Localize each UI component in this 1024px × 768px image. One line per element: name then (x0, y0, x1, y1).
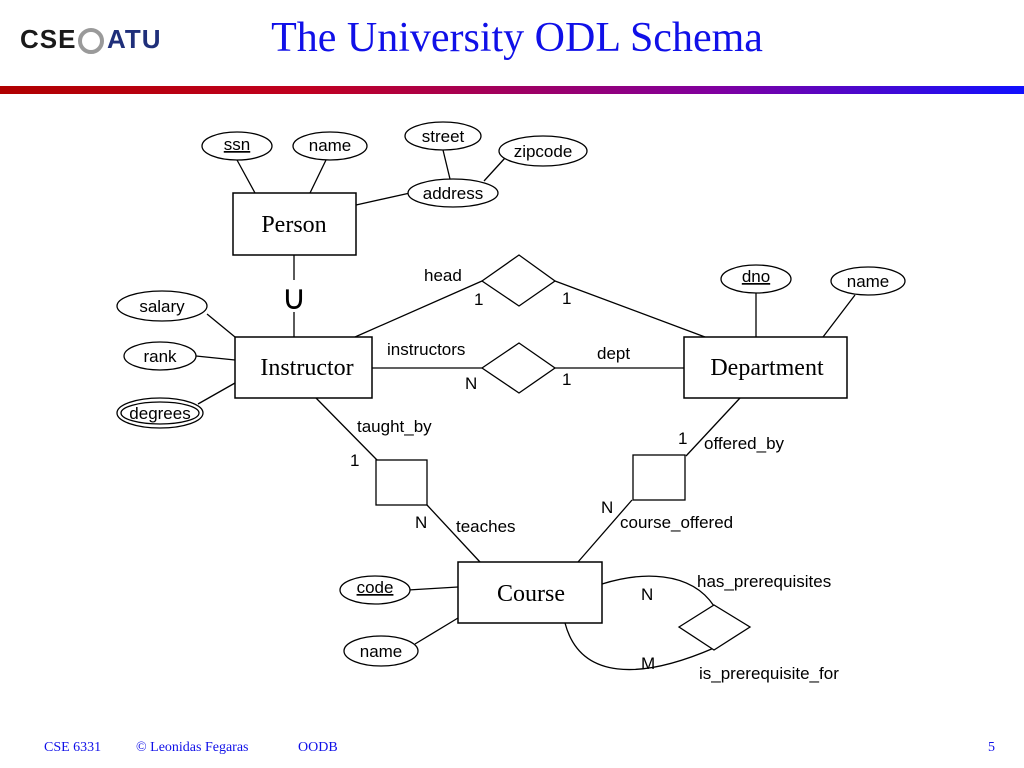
role-hasprerequisites-label: has_prerequisites (697, 572, 831, 591)
entity-person (232, 192, 357, 256)
attr-dno-ellipse (720, 264, 792, 294)
entity-person-label: Person (261, 212, 326, 238)
attr-degrees-label: degrees (129, 404, 190, 423)
isa-union-symbol: ∪ (282, 278, 307, 318)
role-courseoffered-label: course_offered (620, 513, 733, 532)
connector-name-person (309, 159, 327, 194)
role-head-label: head (424, 266, 462, 285)
instructors-cardinality-right: 1 (562, 370, 571, 389)
instructors-cardinality-left: N (465, 374, 477, 393)
attr-code-ellipse (339, 575, 411, 605)
courseoffered-cardinality: N (601, 498, 613, 517)
entity-course-label: Course (497, 581, 565, 607)
hasprerequisites-cardinality: N (641, 585, 653, 604)
logo-ring-icon (78, 28, 105, 55)
attr-person-name-label: name (309, 136, 352, 155)
connector-code-course (407, 586, 459, 591)
attr-course-name-ellipse (343, 635, 419, 667)
attr-salary-label: salary (139, 297, 185, 316)
is-prerequisite-for-curve (564, 622, 715, 671)
entity-instructor-label: Instructor (260, 355, 353, 381)
taughtby-cardinality: 1 (350, 451, 359, 470)
role-taughtby-label: taught_by (357, 417, 432, 436)
attr-zipcode-ellipse (498, 135, 588, 167)
slide-footer: CSE 6331 © Leonidas Fegaras OODB 5 (0, 740, 1024, 760)
attr-dept-name-ellipse (830, 266, 906, 296)
role-offeredby-label: offered_by (704, 434, 785, 453)
connector-head-department (554, 280, 706, 338)
teaches-cardinality: N (415, 513, 427, 532)
attr-address-label: address (423, 184, 483, 203)
connector-instructor-head (354, 280, 483, 338)
connector-street-address (442, 149, 451, 180)
attr-street-ellipse (404, 121, 482, 151)
role-instructors-label: instructors (387, 340, 465, 359)
footer-course: CSE 6331 (44, 740, 102, 755)
relationship-prerequisite-diamond (677, 604, 752, 651)
relationship-instructors-diamond (480, 342, 557, 394)
connector-degrees-instructor (197, 382, 236, 405)
connector-rank-instructor (195, 355, 236, 361)
attr-zipcode-label: zipcode (514, 142, 573, 161)
entity-department (683, 336, 848, 399)
attr-course-name-label: name (360, 642, 403, 661)
attr-street-label: street (422, 127, 465, 146)
relationship-offeredby-box (632, 454, 686, 501)
connector-courseoffered-course (577, 499, 633, 563)
entity-department-label: Department (710, 355, 824, 381)
attr-dept-name-label: name (847, 272, 890, 291)
attr-ssn-ellipse (201, 131, 273, 161)
entity-course (457, 561, 603, 624)
relationship-taughtby-box (375, 459, 428, 506)
connector-ssn-person (236, 159, 256, 194)
attr-dno-label: dno (742, 267, 770, 286)
role-teaches-label: teaches (456, 517, 516, 536)
attr-code-label: code (357, 578, 394, 597)
attr-address-ellipse (407, 178, 499, 208)
footer-author: © Leonidas Fegaras (136, 740, 249, 755)
attr-rank-ellipse (123, 341, 197, 371)
head-cardinality-right: 1 (562, 289, 571, 308)
connector-name-department (822, 294, 856, 338)
attr-degrees-inner-ellipse (120, 401, 200, 425)
has-prerequisites-curve (601, 575, 715, 607)
logo-left-text: CSE (20, 24, 77, 54)
footer-page-number: 5 (988, 740, 995, 755)
footer-topic: OODB (298, 740, 338, 755)
title-divider-bar (0, 86, 1024, 94)
attr-salary-ellipse (116, 290, 208, 322)
entity-instructor (234, 336, 373, 399)
connector-address-person (355, 192, 411, 206)
connector-instructor-taughtby (315, 397, 378, 461)
connector-name-course (414, 617, 459, 645)
role-isprerequisitefor-label: is_prerequisite_for (699, 664, 839, 683)
relationship-head-diamond (480, 254, 557, 307)
connector-teaches-course (426, 504, 481, 563)
attr-ssn-label: ssn (224, 135, 250, 154)
slide-title: The University ODL Schema (271, 15, 763, 61)
connector-department-offeredby (685, 397, 741, 457)
connector-salary-instructor (206, 313, 236, 338)
connector-zipcode-address (483, 157, 506, 182)
offeredby-cardinality: 1 (678, 429, 687, 448)
role-dept-label: dept (597, 344, 630, 363)
attr-rank-label: rank (143, 347, 177, 366)
head-cardinality-left: 1 (474, 290, 483, 309)
attr-person-name-ellipse (292, 131, 368, 161)
isprerequisitefor-cardinality: M (641, 654, 655, 673)
